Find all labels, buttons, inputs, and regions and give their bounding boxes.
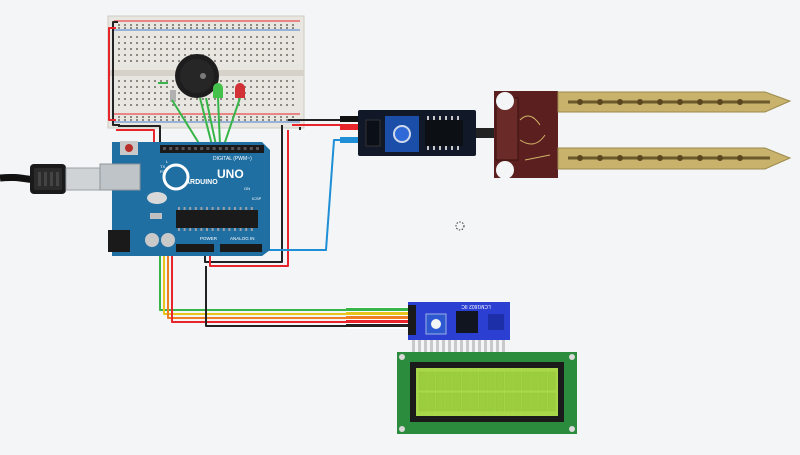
sensor-pin-terminals: [340, 116, 358, 143]
lcd-pin-terminals: [346, 307, 408, 329]
lcd-i2c-backpack[interactable]: LCM1602 IIC: [408, 302, 510, 352]
on-led-label: ON: [244, 186, 250, 191]
soil-sensor-module[interactable]: [358, 110, 496, 156]
tx-label: TX: [160, 164, 165, 169]
soil-moisture-probe[interactable]: [494, 91, 792, 179]
usb-cable-icon[interactable]: [0, 164, 107, 194]
digital-header-label: DIGITAL (PWM~): [213, 156, 252, 162]
lcd-backpack-label: LCM1602 IIC: [461, 303, 491, 309]
breadboard-holes: [118, 24, 294, 121]
power-header-label: POWER: [200, 236, 218, 241]
piezo-buzzer[interactable]: [175, 54, 219, 98]
arduino-uno-board[interactable]: ARDUINO UNO DIGITAL (PWM~) POWER ANALOG …: [99, 141, 270, 256]
icsp-label: ICSP: [252, 196, 262, 201]
rx-label: RX: [160, 169, 166, 174]
arduino-brand-text: ARDUINO: [185, 179, 218, 186]
led-red[interactable]: [235, 83, 245, 98]
analog-header-label: ANALOG IN: [230, 236, 255, 241]
led-green[interactable]: [213, 83, 223, 98]
arduino-model-text: UNO: [217, 167, 244, 181]
l-led-label: L: [166, 159, 169, 164]
lcd-display-16x2[interactable]: [397, 352, 577, 434]
resistor[interactable]: [170, 90, 176, 102]
cursor-ring-icon: [455, 221, 465, 231]
